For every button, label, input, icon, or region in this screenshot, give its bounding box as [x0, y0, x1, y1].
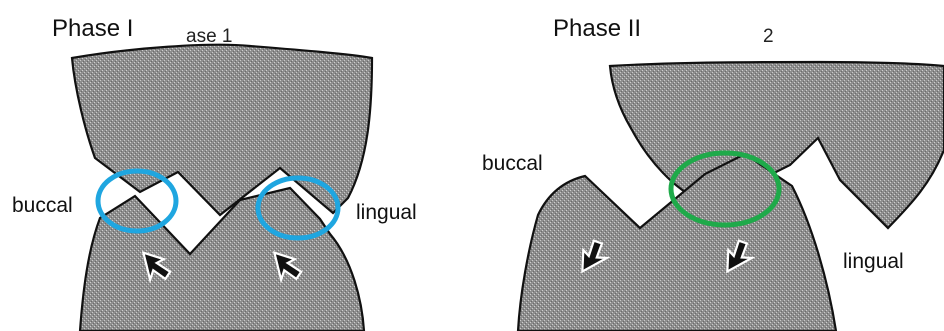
lingual-label: lingual: [843, 250, 904, 273]
panel-phase-2: Phase II 2 buccal lingual: [482, 15, 944, 331]
panel-title: Phase II: [553, 15, 641, 42]
buccal-label: buccal: [482, 152, 543, 175]
panel-title: Phase I: [52, 15, 133, 42]
panel-phase-1: Phase I ase 1 buccal lingual: [12, 15, 417, 331]
buccal-label: buccal: [12, 194, 73, 217]
fragment-label: 2: [763, 26, 774, 47]
lingual-label: lingual: [356, 201, 417, 224]
